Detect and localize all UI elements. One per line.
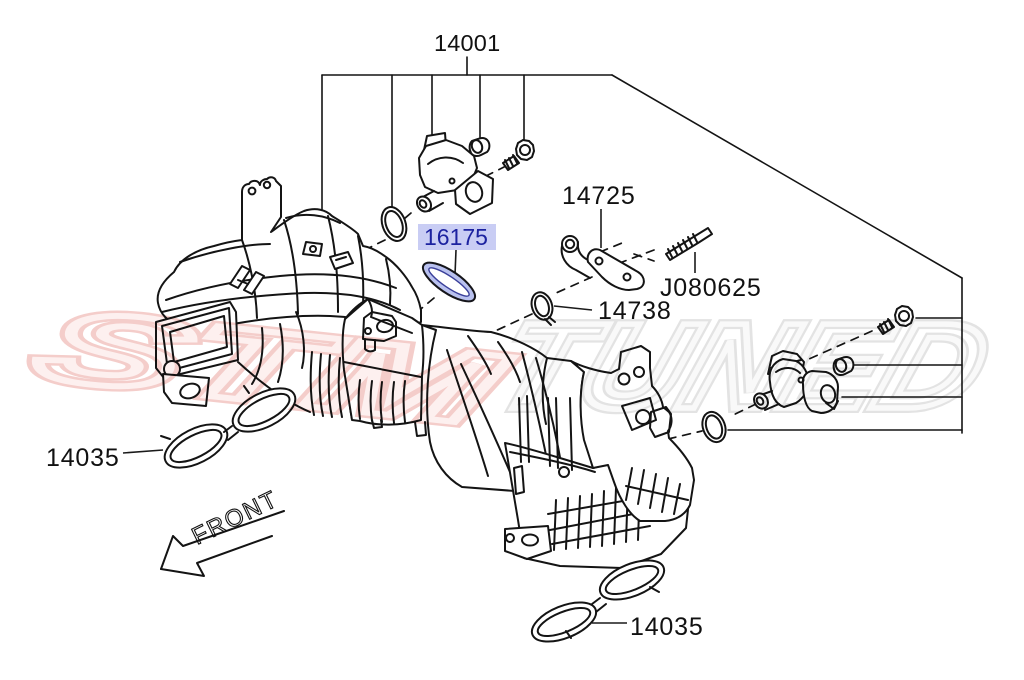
svg-text:J080625: J080625 <box>660 274 762 302</box>
svg-text:TUNED: TUNED <box>479 298 1005 434</box>
svg-text:16175: 16175 <box>424 224 488 250</box>
svg-text:14738: 14738 <box>598 297 672 325</box>
svg-text:TUNED: TUNED <box>479 298 1005 434</box>
svg-text:14035: 14035 <box>46 444 120 472</box>
svg-text:14001: 14001 <box>434 30 500 56</box>
svg-text:14725: 14725 <box>562 182 636 210</box>
svg-text:14035: 14035 <box>630 613 704 641</box>
